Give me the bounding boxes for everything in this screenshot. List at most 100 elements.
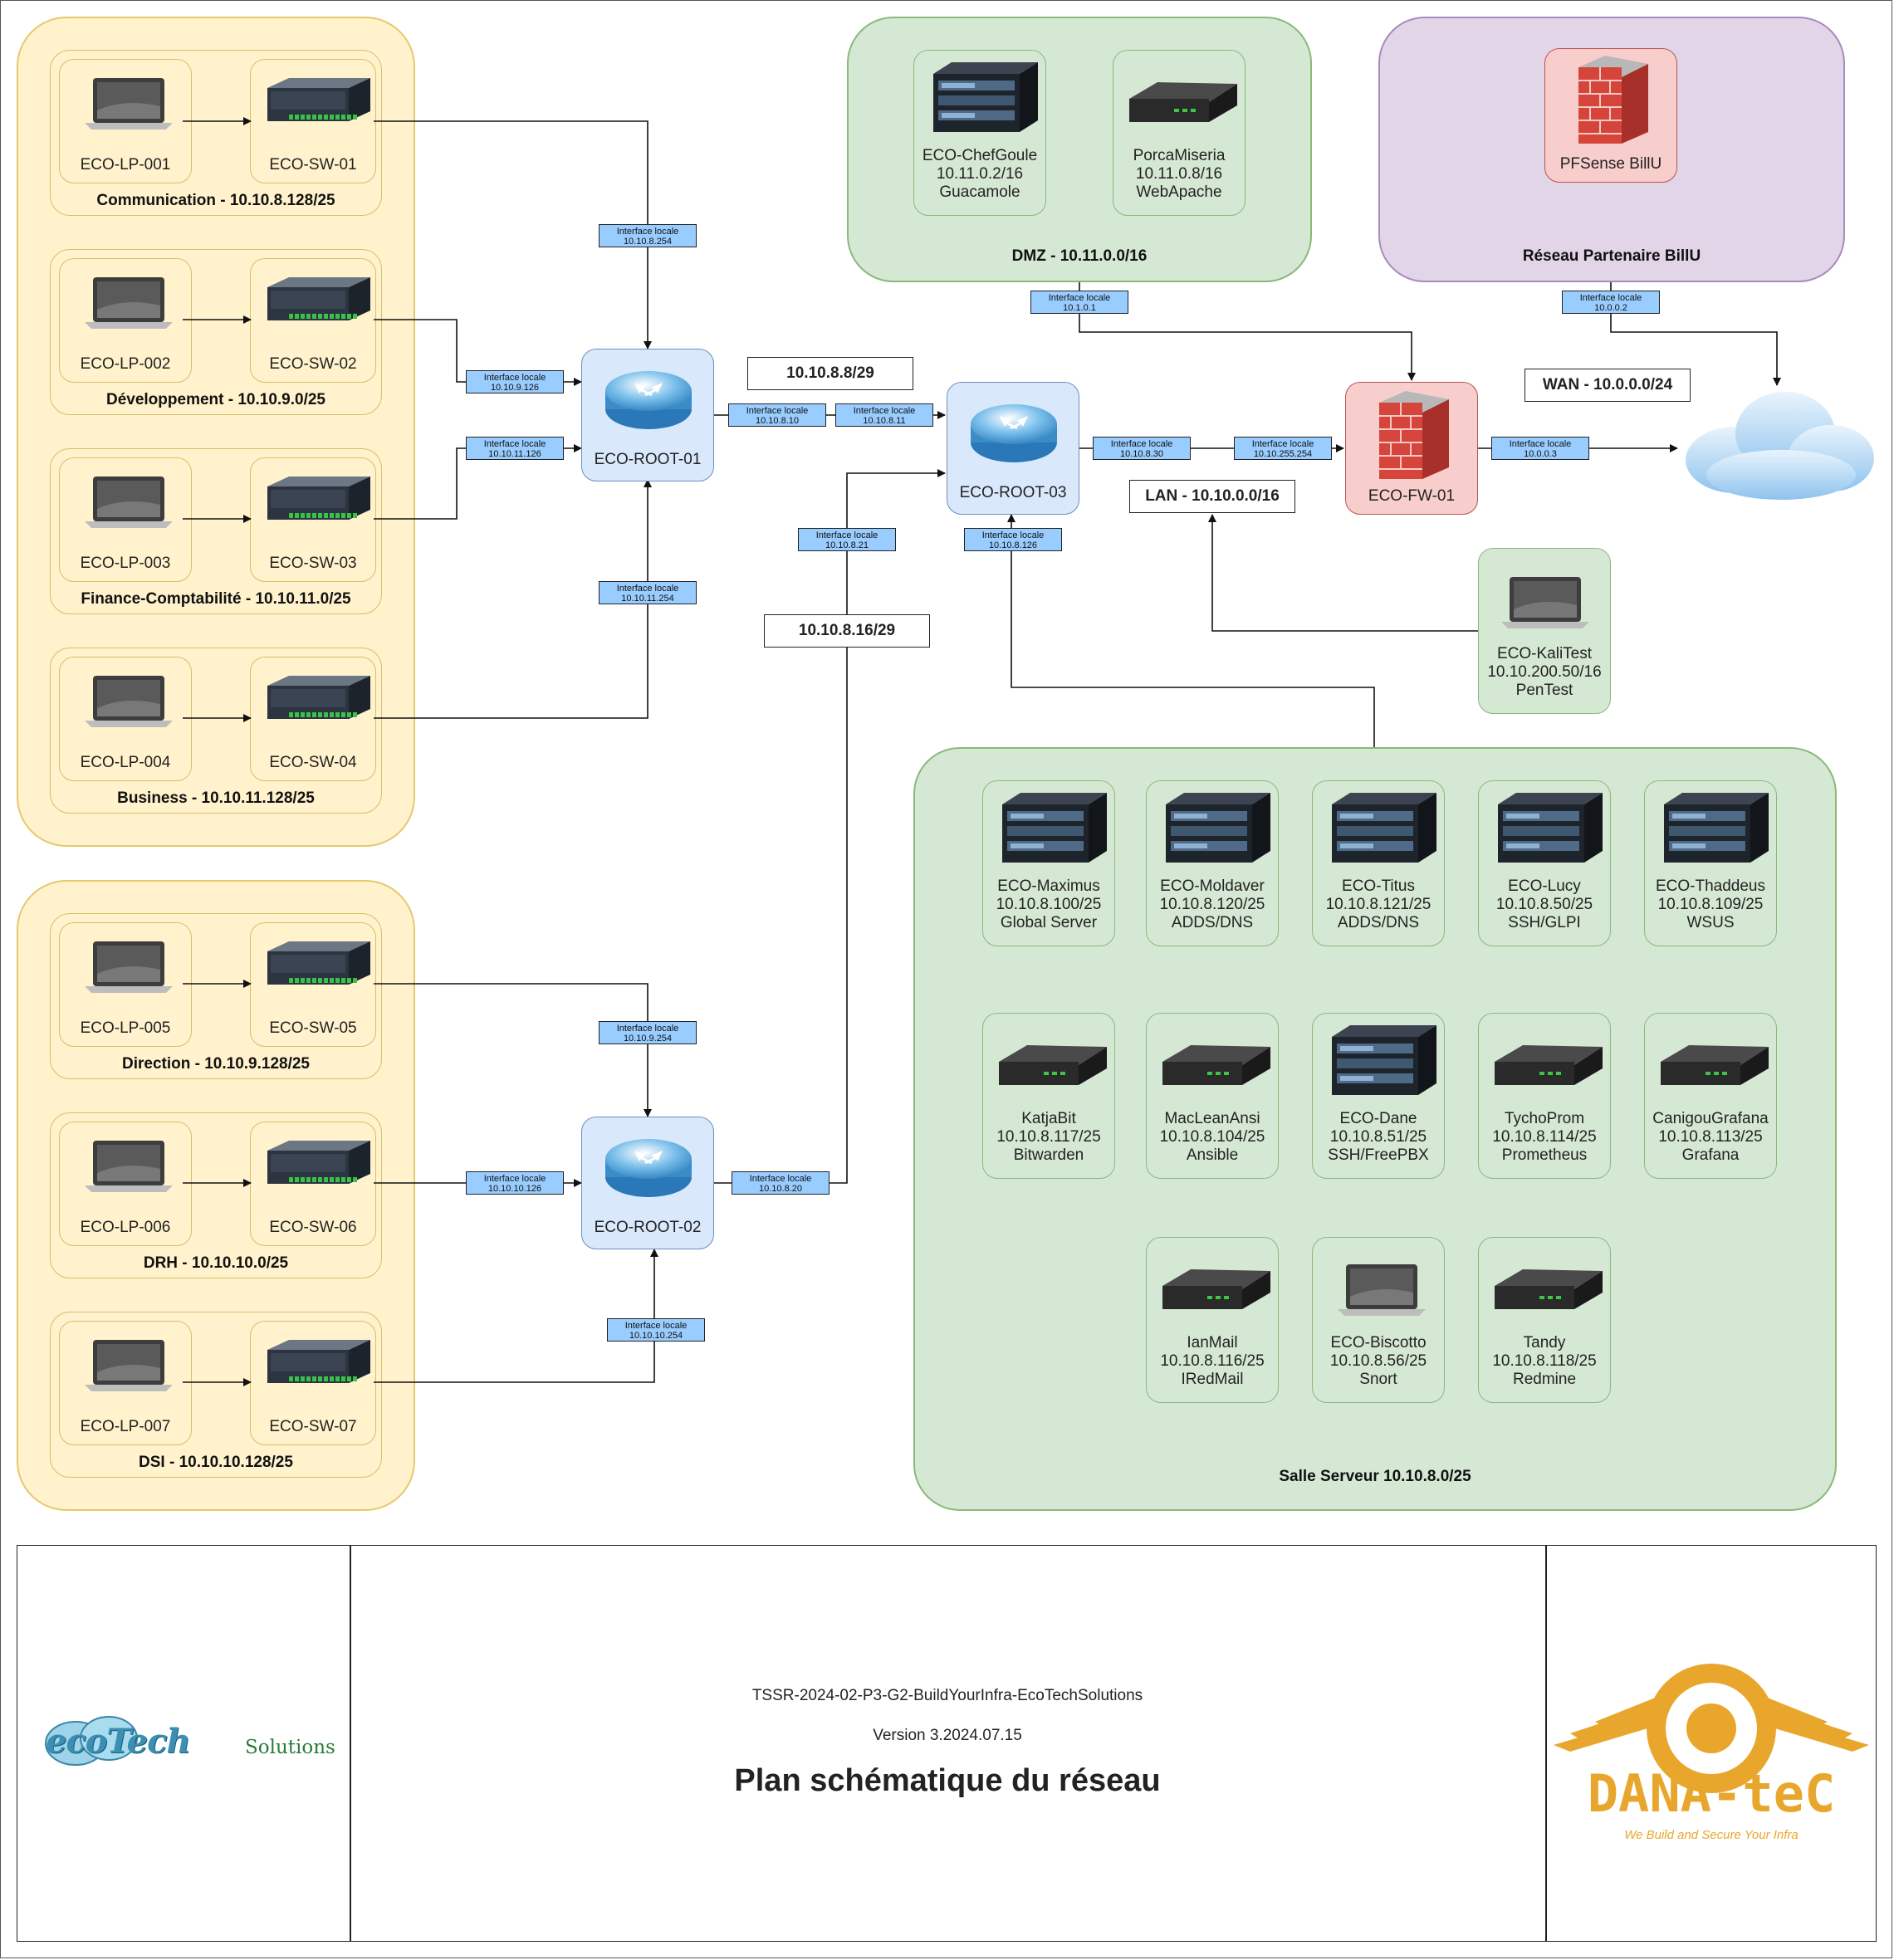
switch-icon bbox=[267, 676, 370, 719]
laptop-icon bbox=[1501, 577, 1589, 628]
router-icon bbox=[605, 371, 692, 429]
ecotech-logo: ecoTech Solutions bbox=[42, 1703, 335, 1786]
laptop-node[interactable]: ECO-LP-007 bbox=[59, 1321, 192, 1445]
laptop-node[interactable]: ECO-LP-004 bbox=[59, 657, 192, 781]
project-name: TSSR-2024-02-P3-G2-BuildYourInfra-EcoTec… bbox=[751, 1687, 1143, 1704]
switch-node[interactable]: ECO-SW-02 bbox=[250, 258, 376, 383]
switch-icon bbox=[267, 1340, 370, 1383]
department-title: Finance-Comptabilité - 10.10.11.0/25 bbox=[81, 590, 351, 608]
server-ip: 10.10.8.50/25 bbox=[1495, 896, 1593, 913]
server-role: WebApache bbox=[1136, 183, 1222, 201]
server-name: ECO-Titus bbox=[1342, 877, 1415, 895]
laptop-node[interactable]: ECO-LP-003 bbox=[59, 457, 192, 582]
server-role: Snort bbox=[1359, 1371, 1397, 1388]
switch-node[interactable]: ECO-SW-03 bbox=[250, 457, 376, 582]
laptop-node[interactable]: ECO-LP-005 bbox=[59, 922, 192, 1047]
switch-icon bbox=[267, 941, 370, 985]
switch-node[interactable]: ECO-SW-07 bbox=[250, 1321, 376, 1445]
switch-node[interactable]: ECO-SW-04 bbox=[250, 657, 376, 781]
server-role: IRedMail bbox=[1181, 1371, 1244, 1388]
laptop-icon bbox=[85, 78, 173, 130]
department-title: DRH - 10.10.10.0/25 bbox=[143, 1254, 289, 1272]
laptop-node[interactable]: ECO-LP-001 bbox=[59, 59, 192, 183]
switch-label: ECO-SW-02 bbox=[269, 355, 357, 373]
appliance-server-icon bbox=[1162, 1045, 1270, 1085]
router-root02[interactable]: ECO-ROOT-02 bbox=[581, 1117, 714, 1249]
server-ip: 10.10.8.117/25 bbox=[996, 1128, 1101, 1146]
ecotech-logo-solutions: Solutions bbox=[245, 1737, 335, 1758]
server-role: Prometheus bbox=[1501, 1146, 1588, 1164]
kali-name: ECO-KaliTest bbox=[1496, 645, 1593, 662]
server-name: MacLeanAnsi bbox=[1164, 1110, 1260, 1127]
net-wan: WAN - 10.0.0.0/24 bbox=[1524, 369, 1691, 402]
danatec-tagline: We Build and Secure Your Infra bbox=[1624, 1828, 1799, 1842]
partner-title: Réseau Partenaire BillU bbox=[1522, 247, 1701, 265]
laptop-node[interactable]: ECO-LP-006 bbox=[59, 1122, 192, 1246]
server-name: ECO-Dane bbox=[1339, 1110, 1417, 1127]
server-ip: 10.10.8.118/25 bbox=[1492, 1352, 1597, 1370]
switch-label: ECO-SW-04 bbox=[269, 754, 357, 771]
server-ip: 10.10.8.116/25 bbox=[1160, 1352, 1265, 1370]
laptop-label: ECO-LP-006 bbox=[80, 1219, 171, 1236]
router-root03-label: ECO-ROOT-03 bbox=[959, 484, 1067, 501]
laptop-icon bbox=[85, 676, 173, 727]
laptop-icon bbox=[85, 477, 173, 528]
title-block-divider bbox=[1545, 1546, 1547, 1941]
server-ip: 10.10.8.56/25 bbox=[1329, 1352, 1427, 1370]
host-kalitest[interactable]: ECO-KaliTest 10.10.200.50/16 PenTest bbox=[1478, 548, 1611, 714]
laptop-icon bbox=[85, 941, 173, 993]
switch-icon bbox=[267, 277, 370, 320]
switch-node[interactable]: ECO-SW-06 bbox=[250, 1122, 376, 1246]
kali-role: PenTest bbox=[1515, 682, 1573, 699]
laptop-node[interactable]: ECO-LP-002 bbox=[59, 258, 192, 383]
server-ip: 10.11.0.8/16 bbox=[1135, 165, 1223, 183]
laptop-icon bbox=[85, 1141, 173, 1192]
firewall-label: ECO-FW-01 bbox=[1368, 487, 1456, 505]
server-ip: 10.10.8.109/25 bbox=[1657, 896, 1764, 913]
switch-icon bbox=[267, 477, 370, 520]
firewall-pfsense-billu[interactable]: PFSense BillU bbox=[1544, 48, 1677, 183]
server-name: ECO-Thaddeus bbox=[1655, 877, 1765, 895]
laptop-label: ECO-LP-007 bbox=[80, 1418, 171, 1435]
department-title: Direction - 10.10.9.128/25 bbox=[121, 1055, 310, 1073]
laptop-label: ECO-LP-001 bbox=[80, 156, 171, 174]
server-role: Grafana bbox=[1681, 1146, 1740, 1164]
net-r2-r3: 10.10.8.16/29 bbox=[764, 614, 930, 648]
router-root03[interactable]: ECO-ROOT-03 bbox=[947, 382, 1079, 515]
rack-server-icon bbox=[933, 62, 1038, 132]
rack-server-icon bbox=[1002, 793, 1107, 863]
title-block: ecoTech Solutions TSSR-2024-02-P3-G2-Bui… bbox=[17, 1545, 1877, 1942]
switch-icon bbox=[267, 78, 370, 121]
rack-server-icon bbox=[1498, 793, 1603, 863]
laptop-icon bbox=[85, 277, 173, 329]
firewall-eco-fw01[interactable]: ECO-FW-01 bbox=[1345, 382, 1478, 515]
server-name: ECO-Maximus bbox=[997, 877, 1100, 895]
switch-node[interactable]: ECO-SW-05 bbox=[250, 922, 376, 1047]
router-root01[interactable]: ECO-ROOT-01 bbox=[581, 349, 714, 481]
server-name: Tandy bbox=[1523, 1334, 1566, 1351]
